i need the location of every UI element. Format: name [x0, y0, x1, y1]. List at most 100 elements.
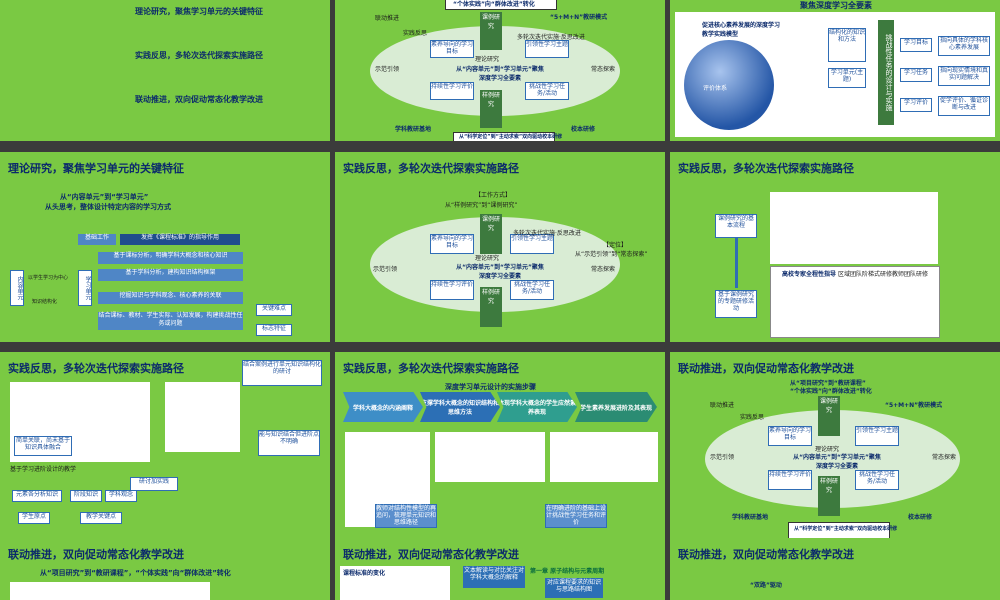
- slide12-a: “双路”驱动: [750, 582, 782, 589]
- slide3-title: 聚焦深度学习全要素: [800, 1, 872, 10]
- slide8-title: 实践反思，多轮次迭代探索实施路径: [343, 362, 519, 375]
- slide-thumbnail-9[interactable]: 联动推进，双向促动常态化教学改进 从“项目研究”到“教研课程” “个体实践”向“…: [670, 352, 1000, 542]
- task-box-5: 挑战性学习任务/活动: [510, 280, 554, 300]
- slide-thumbnail-4[interactable]: 理论研究，聚焦学习单元的关键特征 从“内容单元”到“学习单元” 从头思考，整体设…: [0, 152, 330, 342]
- table-preview: [10, 582, 210, 600]
- bottom-item-2: 阶段知识: [70, 490, 102, 502]
- slide11-title: 联动推进，双向促动常态化教学改进: [343, 548, 519, 561]
- slide3-circle-text: 促进核心素养发展的深度学习教学实践模型: [702, 22, 781, 38]
- step-3: 体现学科大概念的学生应然素养表现: [497, 392, 577, 422]
- eval-box-3: 学习评价: [900, 98, 932, 112]
- slide6-title: 实践反思，多轮次迭代探索实施路径: [678, 162, 854, 175]
- note-b: 在明确进阶的基础上设计挑战性学习任务和评价: [545, 504, 607, 528]
- slide4-title: 理论研究，聚焦学习单元的关键特征: [8, 162, 184, 175]
- basis-label: 基础工作: [78, 234, 116, 245]
- slide5-work: 【工作方式】: [475, 192, 512, 199]
- slide2-bottom-right: 校本研修: [571, 126, 596, 133]
- key-difficulty: 关键难点: [256, 304, 292, 316]
- task-box: 挑战性学习任务/活动: [525, 82, 569, 100]
- slide8-head: 深度学习单元设计的实施步骤: [445, 383, 536, 391]
- bottom-item-5: 教学关键点: [80, 512, 122, 524]
- flow-chart-panel: [770, 192, 938, 264]
- slide2-inner: 实践反思: [403, 30, 428, 37]
- note-a: 教师对结构性模型的再追问，梳理单元知识和思维路径: [375, 504, 437, 528]
- slide1-line3: 联动推进，双向促动常态化教学改进: [135, 95, 263, 104]
- slide9-top2: “个体实践”向“群体改进”转化: [790, 388, 872, 395]
- progression-chart: [550, 432, 658, 482]
- slide-thumbnail-7[interactable]: 实践反思，多轮次迭代探索实施路径 结合案例进行单元知识结构化的研讨 能与知识结合…: [0, 352, 330, 542]
- slide-thumbnail-11[interactable]: 联动推进，双向促动常态化教学改进 课程标准的变化 文本解读与对比关注对学科大概念…: [335, 538, 665, 600]
- slide5-pos: 【定位】: [603, 242, 628, 249]
- slide2-right-top: “5+M+N”教研模式: [550, 14, 608, 21]
- slide-thumbnail-3[interactable]: 聚焦深度学习全要素 评价体系 促进核心素养发展的深度学习教学实践模型 结构化的知…: [670, 0, 1000, 141]
- bottom-item-1: 元素各分析知识: [12, 490, 62, 502]
- slide2-center-red: 理论研究: [475, 56, 500, 63]
- slide7-title: 实践反思，多轮次迭代探索实施路径: [8, 362, 184, 375]
- up-arrow-9: 课例研究: [818, 396, 840, 436]
- slide5-center-red: 理论研究: [475, 255, 500, 262]
- slide3-center-label: 评价体系: [703, 85, 728, 92]
- slide9-bottom-left: 学科教研基地: [732, 514, 769, 521]
- note-1: 结合案例进行单元知识结构化的研讨: [242, 360, 322, 386]
- tag-1: 区域团队阶梯式研修: [838, 271, 893, 278]
- theme-box-5: 引领性学习主题: [510, 234, 554, 254]
- slide2-bottom-left: 学科教研基地: [395, 126, 432, 133]
- slide-thumbnail-2[interactable]: “个体实践”向“群体改进”转化 “5+M+N”教研模式 联动推进 实践反思 课例…: [335, 0, 665, 141]
- up-arrow: 课例研究: [480, 12, 502, 50]
- tag-2: 教师团队研修: [892, 271, 929, 278]
- slide9-bottom-right: 校本研修: [908, 514, 933, 521]
- note-5: 基于学习进阶设计的教学: [10, 466, 77, 473]
- slide2-bottom: 从“科学定位”到“主动求索”双向驱动校本研修: [459, 134, 563, 140]
- row-3: 挖掘知识与学科观念、核心素养的关联: [98, 292, 243, 304]
- eval-box-5: 持续性学习评价: [430, 280, 474, 300]
- slide9-right: 常态探索: [932, 454, 957, 461]
- bottom-banner: [453, 132, 555, 141]
- right-box-2: 指向现实情境和真实问题解决: [938, 66, 990, 86]
- slide-thumbnail-8[interactable]: 实践反思，多轮次迭代探索实施路径 深度学习单元设计的实施步骤 学科大概念的内涵阐…: [335, 352, 665, 542]
- goal-box-9: 素养导向的学习目标: [768, 426, 812, 446]
- learning-unit: 学习单元: [78, 270, 92, 306]
- content-table: [435, 432, 545, 482]
- slide9-inner: 实践反思: [740, 414, 765, 421]
- row-2: 基于学科分析，建构知识结构框架: [98, 269, 243, 281]
- flow-left-1: 课例研究的基本流程: [715, 214, 757, 238]
- goal-box-5: 素养导向的学习目标: [430, 234, 474, 254]
- theme-box-9: 引领性学习主题: [855, 426, 899, 446]
- goal-box-3: 学习目标: [900, 38, 932, 52]
- slide5-pos2: 从“示范引领”到“常态探索”: [575, 251, 648, 258]
- slide9-left-label: 联动推进: [710, 402, 735, 409]
- slide2-center: 从“内容单元”到“学习单元”聚焦深度学习全要素: [456, 66, 544, 82]
- slide5-right: 常态探索: [591, 266, 616, 273]
- row-4: 结合课标、教材、学生实际、认知发展，构建挑战性任务或问题: [98, 312, 243, 330]
- right-box-3: 促学评价、循证诊断与改进: [938, 96, 990, 116]
- slide2-left: 示范引领: [375, 66, 400, 73]
- slide-thumbnail-12[interactable]: 联动推进，双向促动常态化教学改进 “双路”驱动: [670, 538, 1000, 600]
- eval-box: 持续性学习评价: [430, 82, 474, 100]
- slide11-c: 对应课程要求的知识与思路结构图: [545, 578, 603, 598]
- model-circle: [684, 40, 774, 130]
- slide1-line1: 理论研究，聚焦学习单元的关键特征: [135, 7, 263, 16]
- content-unit: 内容单元: [10, 270, 24, 306]
- knowledge-box: 结构化的知识和方法: [828, 28, 866, 62]
- basis-label-2: 发挥《课程标准》的指导作用: [120, 234, 240, 245]
- note-2: 能与知识结合但进阶点不明确: [258, 430, 320, 456]
- slide-thumbnail-5[interactable]: 实践反思，多轮次迭代探索实施路径 【工作方式】 从“样例研究”到“课例研究” 课…: [335, 152, 665, 342]
- unit-box: 学习单元(主题): [828, 68, 866, 88]
- step-2: 支撑学科大概念的知识结构和思维方法: [420, 392, 500, 422]
- slide2-right: 常态探索: [591, 66, 616, 73]
- slide5-left: 示范引领: [373, 266, 398, 273]
- slide-thumbnail-6[interactable]: 实践反思，多轮次迭代探索实施路径 课例研究的基本流程 基于课例研究的专题研修活动…: [670, 152, 1000, 342]
- slide5-center: 从“内容单元”到“学习单元”聚焦深度学习全要素: [456, 264, 544, 280]
- slide4-sub1: 从“内容单元”到“学习单元”: [60, 193, 149, 201]
- task-box-3: 学习任务: [900, 68, 932, 82]
- slide9-bottom: 从“科学定位”到“主动求索”双向驱动校本研修: [794, 526, 898, 532]
- right-box-1: 指向具体的学科核心素养发展: [938, 36, 990, 56]
- slide-thumbnail-1[interactable]: 理论研究，聚焦学习单元的关键特征 实践反思，多轮次迭代探索实施路径 联动推进，双…: [0, 0, 330, 141]
- down-arrow: 样例研究: [480, 90, 502, 128]
- slide9-top1: 从“项目研究”到“教研课程”: [790, 380, 866, 387]
- feature-label: 标志特征: [256, 324, 292, 336]
- change-panel: [340, 566, 450, 600]
- slide-thumbnail-10[interactable]: 联动推进，双向促动常态化教学改进 从“项目研究”到“教研课程”，“个体实践”向“…: [0, 538, 330, 600]
- slide10-sub: 从“项目研究”到“教研课程”，“个体实践”向“群体改进”转化: [40, 569, 231, 577]
